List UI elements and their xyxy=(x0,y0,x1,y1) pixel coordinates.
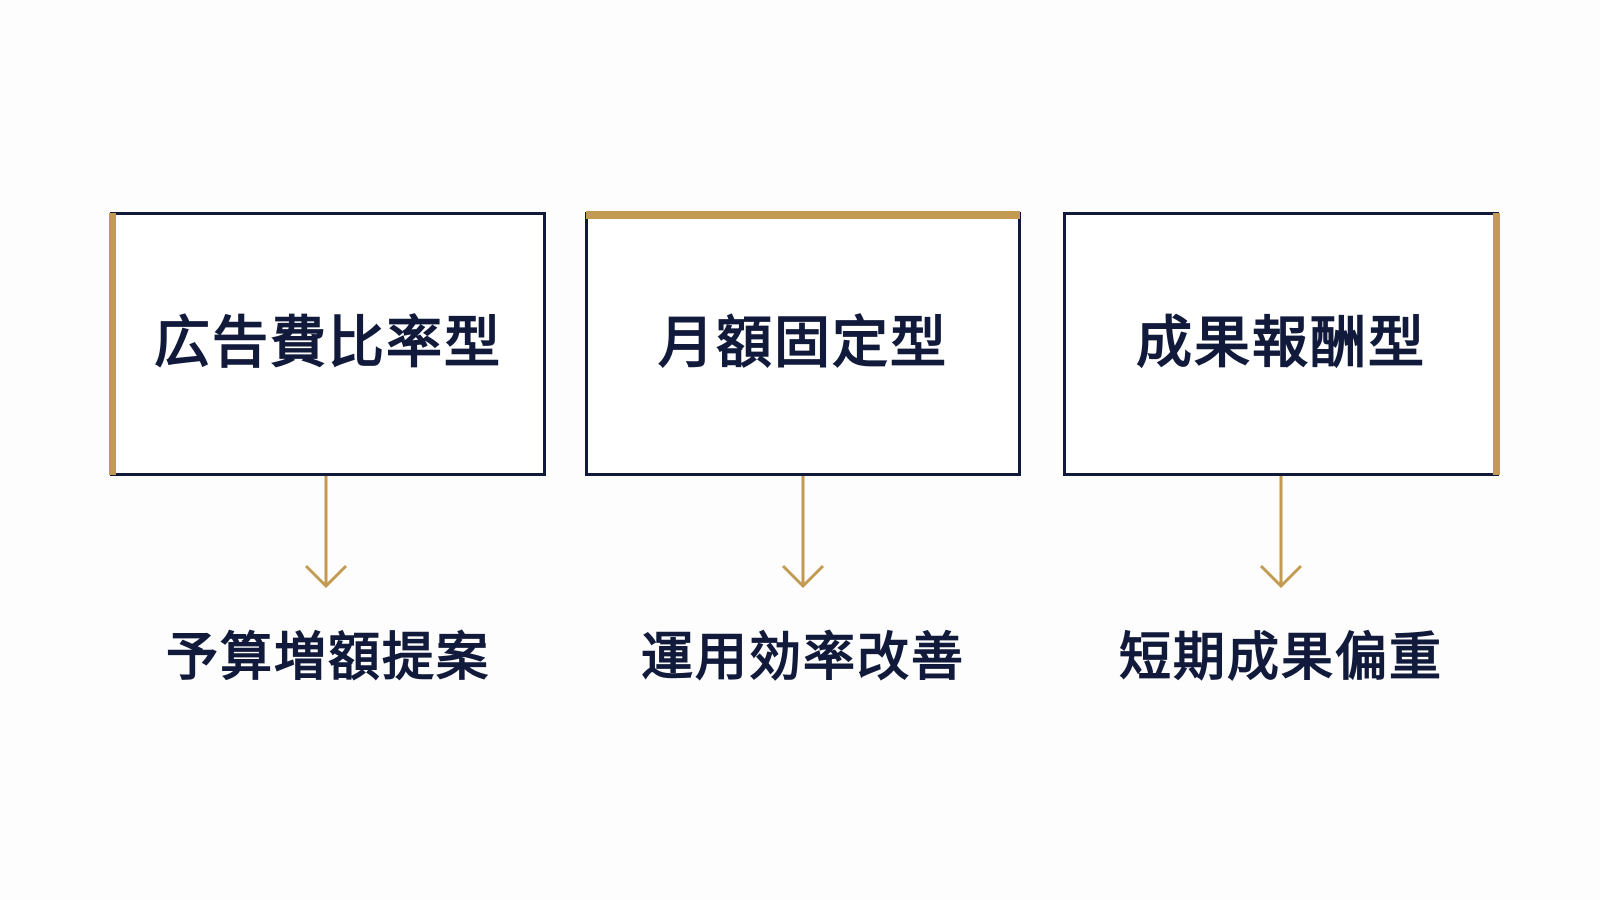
model-box-performance-based: 成果報酬型 xyxy=(1063,212,1500,476)
down-arrow-icon xyxy=(304,476,348,589)
outcome-label: 運用効率改善 xyxy=(640,628,965,688)
model-label: 月額固定型 xyxy=(658,311,948,376)
model-label: 成果報酬型 xyxy=(1136,311,1426,376)
gold-accent-bar xyxy=(109,213,116,475)
outcome-label: 予算増額提案 xyxy=(165,628,490,688)
down-arrow-icon xyxy=(1259,476,1303,589)
model-box-monthly-fixed: 月額固定型 xyxy=(585,211,1021,476)
model-label: 広告費比率型 xyxy=(154,311,502,376)
outcome-label: 短期成果偏重 xyxy=(1118,628,1443,688)
gold-accent-bar xyxy=(1493,213,1500,475)
gold-accent-bar xyxy=(586,211,1020,219)
down-arrow-icon xyxy=(781,476,825,589)
model-box-ad-ratio: 広告費比率型 xyxy=(109,212,546,476)
